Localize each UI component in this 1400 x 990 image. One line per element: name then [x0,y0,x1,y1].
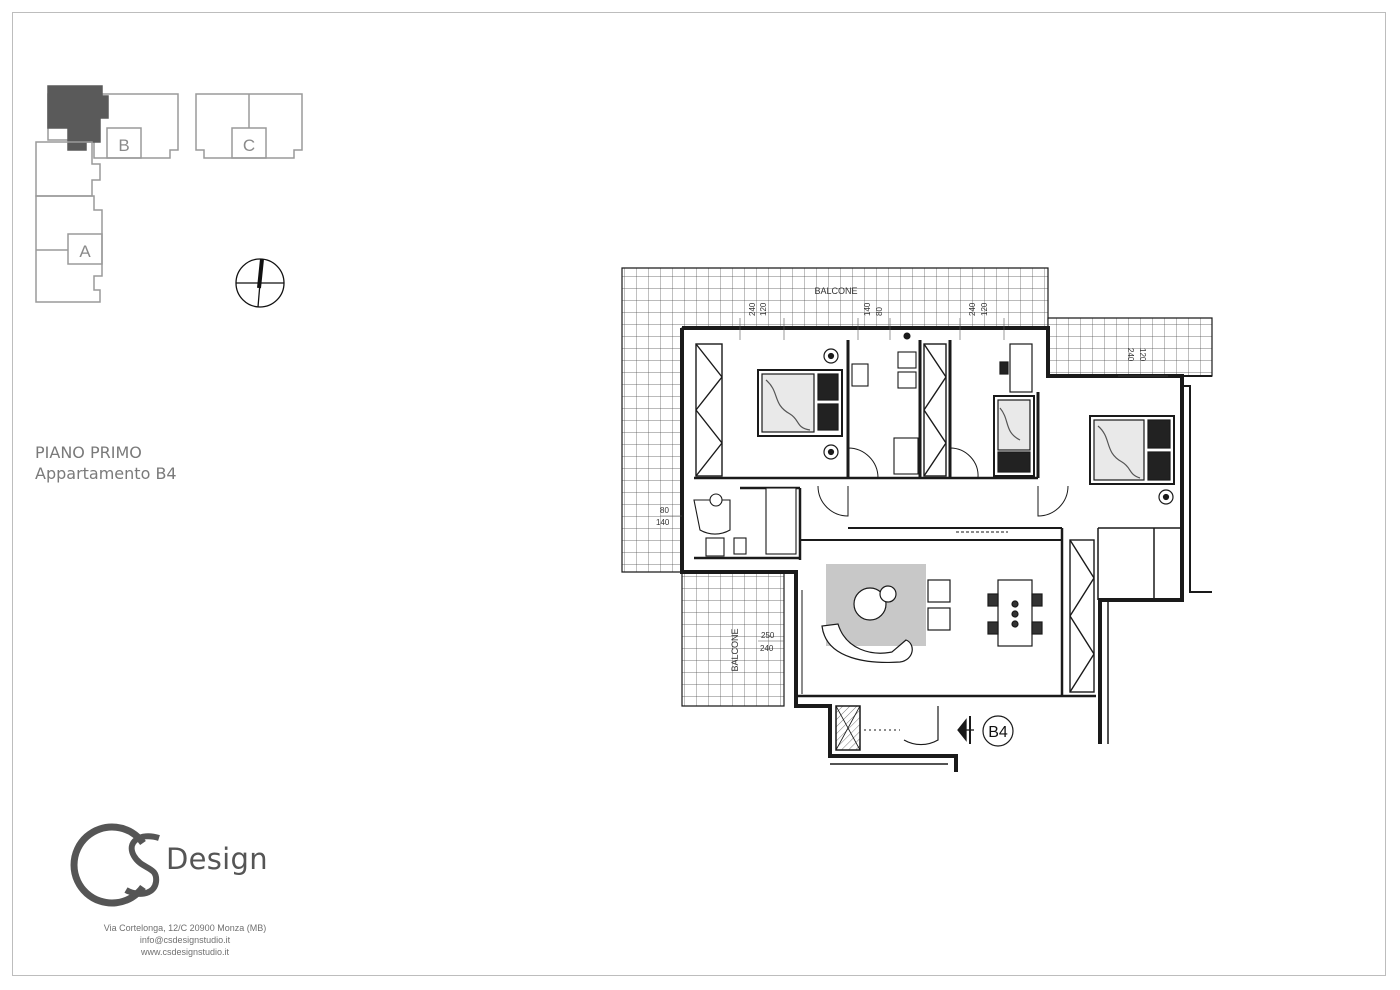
cs-logo-icon [70,823,160,907]
dim-label: 120 [759,302,768,316]
page-frame [12,12,1386,976]
unit-badge-label: B4 [988,724,1008,741]
dim-label: 80 [875,307,884,316]
floor-label: PIANO PRIMO [35,443,142,462]
dim-label: 240 [968,302,977,316]
living-area [794,564,1043,694]
key-plan-building-b: B [47,85,179,159]
dim-label: 120 [980,302,989,316]
sofa [821,623,913,663]
key-plan-building-a: A [35,141,103,303]
wardrobes [695,343,1095,693]
address-text: Via Cortelonga, 12/C 20900 Monza (MB) [103,923,267,933]
bed-master [757,348,843,460]
balcony-label-west: BALCONE [730,628,740,671]
dim-label: 120 [1138,348,1147,362]
unit-badge: B4 [982,715,1014,747]
dim-label: 240 [748,302,757,316]
bed-third [1089,415,1175,505]
dim-label: 250 [761,631,775,640]
dim-label: 80 [660,506,669,515]
entrance-arrow-icon [957,716,974,744]
doors [740,447,1069,746]
contact-block: Via Cortelonga, 12/C 20900 Monza (MB) in… [70,922,300,958]
bed-second [993,343,1035,477]
apartment-label: Appartamento B4 [35,464,177,483]
plan-title: PIANO PRIMO Appartamento B4 [35,442,177,484]
key-plan-label-b: B [118,136,129,155]
dim-label: 140 [656,518,670,527]
key-plan-label-a: A [79,242,91,261]
highlighted-unit [47,85,109,151]
key-plan-label-c: C [243,136,255,155]
balcony-label-north: BALCONE [814,286,857,296]
dimension-ticks [660,318,1168,642]
dim-label: 240 [760,644,774,653]
key-plan: B C A [35,85,303,303]
bathroom-main [851,332,919,475]
website-link[interactable]: www.csdesignstudio.it [140,947,230,957]
dim-label: 140 [863,302,872,316]
balcony-east [1047,317,1213,377]
compass-icon [235,258,285,308]
email-link[interactable]: info@csdesignstudio.it [139,935,231,945]
bathroom-second [693,487,797,557]
logo-wordmark: Design [166,842,268,876]
floor-plan: BALCONE BALCONE 240 120 140 80 240 120 2… [621,267,1213,772]
dimension-labels: 240 120 140 80 240 120 240 120 80 140 25… [656,302,1147,653]
dim-label: 240 [1126,348,1135,362]
key-plan-building-c: C [195,93,303,159]
balconies [621,267,1213,707]
